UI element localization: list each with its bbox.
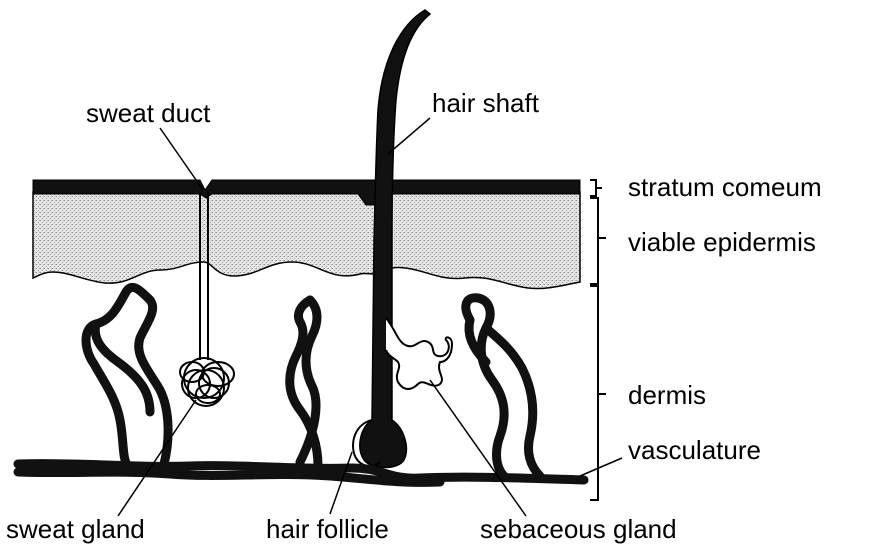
sebaceous-gland <box>386 318 452 389</box>
label-hair-follicle: hair follicle <box>266 514 389 544</box>
sweat-gland <box>180 358 234 406</box>
label-sweat-gland: sweat gland <box>6 514 145 544</box>
layer-brackets <box>590 180 606 500</box>
label-vasculature: vasculature <box>628 435 761 465</box>
label-hair-shaft: hair shaft <box>432 88 540 118</box>
label-sebaceous-gland: sebaceous gland <box>480 514 677 544</box>
label-viable-epidermis: viable epidermis <box>628 227 816 257</box>
vasculature <box>18 287 584 482</box>
label-dermis: dermis <box>628 380 706 410</box>
label-stratum-corneum: stratum comeum <box>628 172 822 202</box>
label-sweat-duct: sweat duct <box>86 98 211 128</box>
viable-epidermis-layer <box>33 192 580 289</box>
